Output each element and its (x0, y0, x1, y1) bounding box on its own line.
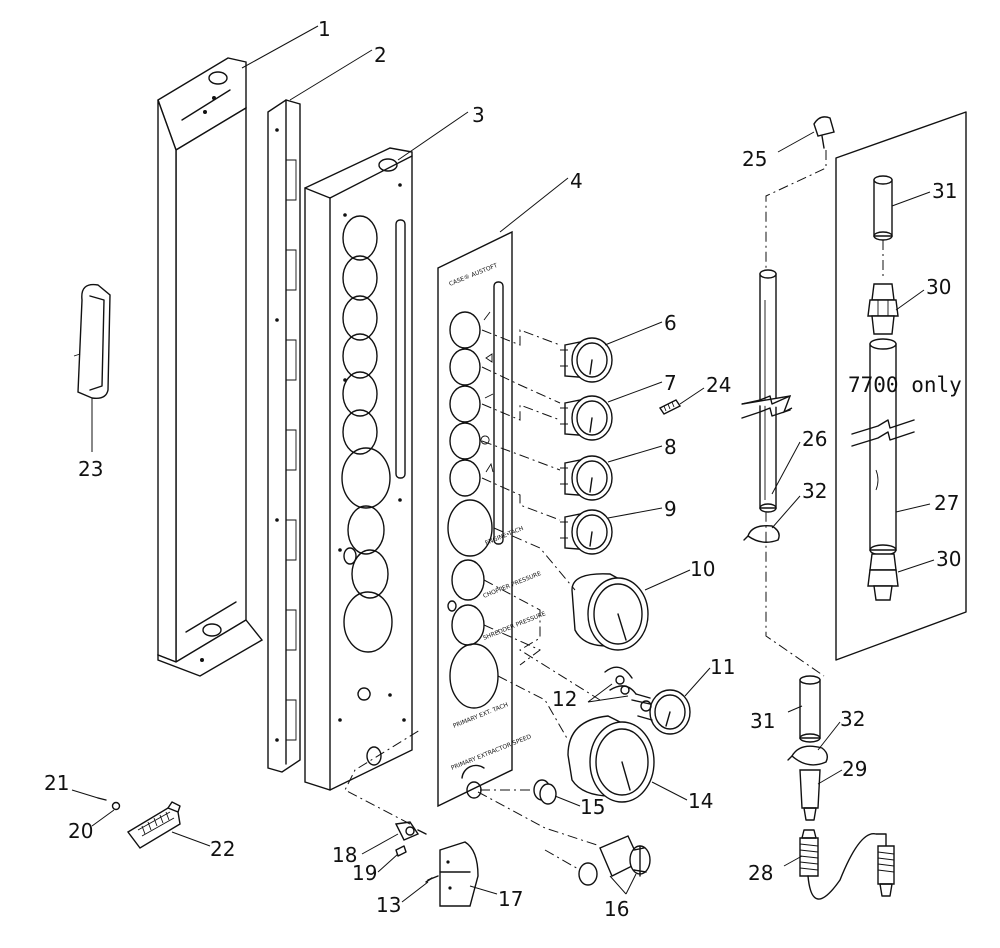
callout-31-upper: 31 (932, 179, 957, 203)
gauge-11 (631, 689, 691, 735)
part-4-instrument-panel: CASE® AUSTOFT ENGINE TACH CHOPPER PRESSU… (437, 230, 547, 808)
switch-16 (477, 791, 651, 886)
callout-9: 9 (664, 497, 677, 521)
callout-24: 24 (706, 373, 731, 397)
tube-assembly (741, 111, 967, 900)
leader-lines (71, 25, 935, 903)
hose-28 (799, 829, 895, 900)
callout-10: 10 (690, 557, 715, 581)
bulbs-12 (604, 666, 637, 695)
part-2-hinge-strip (267, 99, 301, 773)
callout-32-lower: 32 (840, 707, 865, 731)
callout-2: 2 (374, 43, 387, 67)
terminal-22 (126, 801, 181, 849)
note-7700-only: 7700 only (848, 373, 962, 397)
tube-26 (741, 269, 793, 513)
callout-8: 8 (664, 435, 677, 459)
sensor-24 (658, 399, 682, 415)
callout-20: 20 (68, 819, 93, 843)
callout-31-lower: 31 (750, 709, 775, 733)
callout-22: 22 (210, 837, 235, 861)
callout-30-upper: 30 (926, 275, 951, 299)
gauges-6-9 (481, 329, 613, 555)
switch-15 (480, 779, 557, 805)
clamp-32-lower (787, 745, 829, 766)
fitting-31-upper (873, 175, 893, 241)
callout-1: 1 (318, 17, 331, 41)
callout-26: 26 (802, 427, 827, 451)
callout-28: 28 (748, 861, 773, 885)
cap-25 (813, 116, 835, 149)
callout-11: 11 (710, 655, 735, 679)
callout-23: 23 (78, 457, 103, 481)
gauge-14 (497, 675, 655, 803)
callout-4: 4 (570, 169, 583, 193)
fitting-29 (799, 769, 821, 821)
callout-12: 12 (552, 687, 577, 711)
callout-21: 21 (44, 771, 69, 795)
callout-16: 16 (604, 897, 629, 921)
callout-3: 3 (472, 103, 485, 127)
callout-15: 15 (580, 795, 605, 819)
callout-29: 29 (842, 757, 867, 781)
gauge-9 (560, 509, 613, 555)
callout-17: 17 (498, 887, 523, 911)
gauge-8 (560, 455, 613, 501)
connector-18 (344, 729, 427, 841)
callout-32-upper: 32 (802, 479, 827, 503)
callout-30-lower: 30 (936, 547, 961, 571)
callout-13: 13 (376, 893, 401, 917)
callout-numbers: 1 2 3 4 6 7 8 9 10 11 12 13 14 15 16 17 … (44, 17, 962, 921)
callout-14: 14 (688, 789, 713, 813)
coupling-30-upper (867, 283, 899, 335)
tube-27 (851, 338, 915, 556)
gauge-6 (560, 337, 613, 383)
callout-19: 19 (352, 861, 377, 885)
coupling-30-lower (867, 553, 899, 601)
fitting-31-lower (799, 675, 821, 743)
screw-13 (425, 875, 439, 883)
gauge-7 (560, 395, 613, 441)
gauge-10 (493, 527, 649, 651)
handle-23 (73, 283, 111, 400)
callout-7: 7 (664, 371, 677, 395)
part-1-housing (157, 57, 264, 677)
fastener-21 (97, 797, 107, 801)
callout-18: 18 (332, 843, 357, 867)
bracket-17 (439, 841, 479, 907)
callout-25: 25 (742, 147, 767, 171)
fastener-20 (111, 801, 121, 811)
clamp-32-upper (743, 525, 780, 543)
callout-27: 27 (934, 491, 959, 515)
part-3-gauge-box (304, 147, 413, 791)
callout-6: 6 (664, 311, 677, 335)
